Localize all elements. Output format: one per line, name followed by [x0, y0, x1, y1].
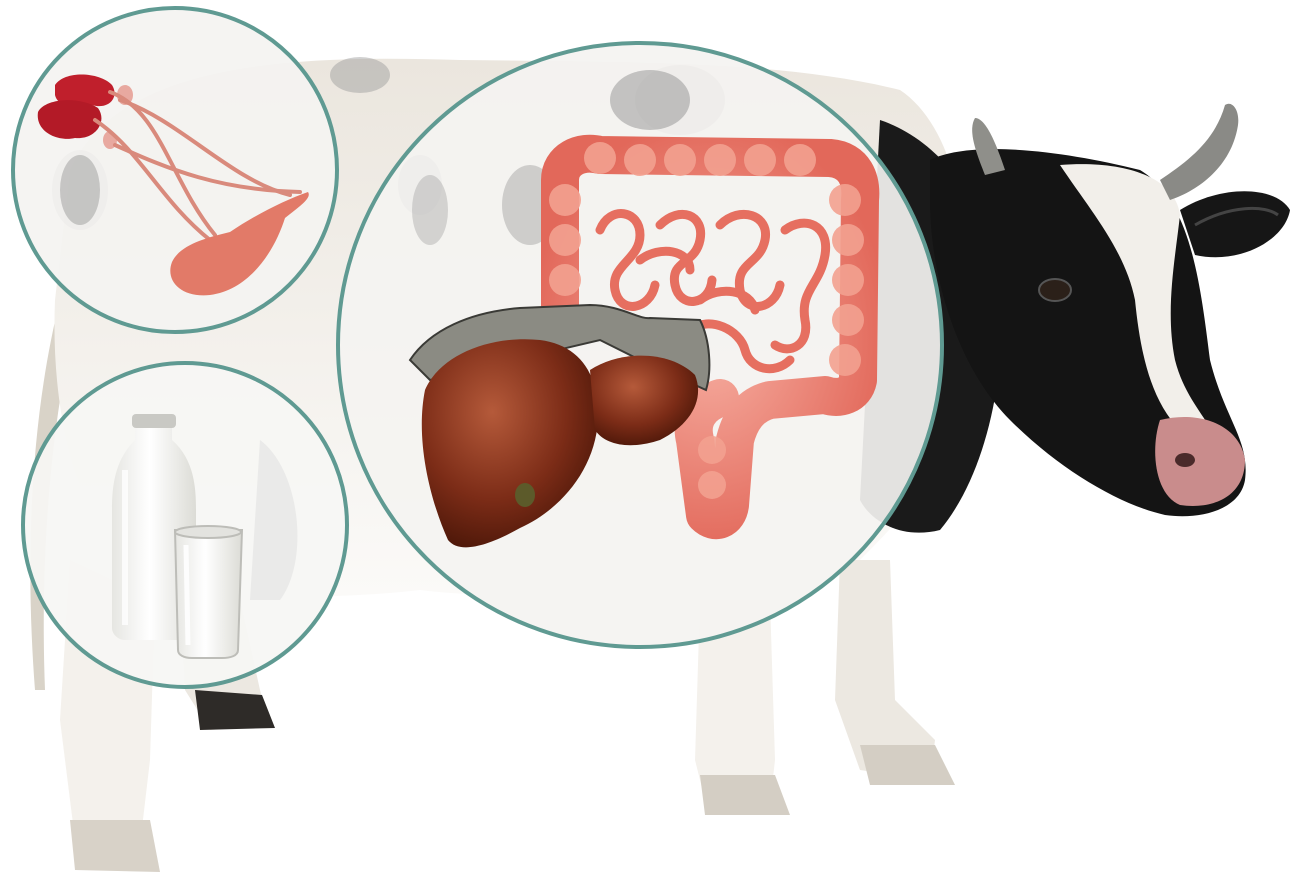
- bottle-cap: [132, 414, 176, 428]
- cow-horn: [1160, 104, 1238, 200]
- cow-nostril: [1175, 453, 1195, 467]
- cow-spot: [330, 57, 390, 93]
- gallbladder: [515, 483, 535, 507]
- cow-eye: [1039, 279, 1071, 301]
- digestive-inset: [338, 43, 942, 647]
- cow-rear-hoof: [195, 690, 275, 730]
- cow-rear-hoof: [70, 820, 160, 872]
- cow-front-hoof: [860, 745, 955, 785]
- urinary-inset: [13, 8, 337, 332]
- cow-front-hoof: [700, 775, 790, 815]
- milk-inset: [23, 363, 347, 687]
